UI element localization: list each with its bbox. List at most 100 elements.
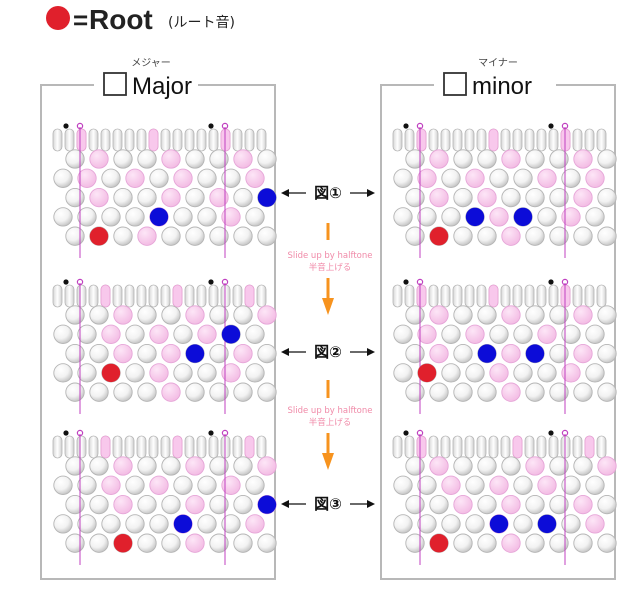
highlight-button bbox=[257, 456, 277, 476]
bass-button bbox=[561, 168, 581, 188]
keyboard-key bbox=[112, 435, 123, 459]
highlight-button bbox=[245, 168, 265, 188]
bass-button bbox=[233, 187, 253, 208]
highlight-button bbox=[501, 226, 521, 246]
root-button bbox=[429, 227, 449, 246]
highlight-button bbox=[197, 324, 217, 344]
highlight-button bbox=[501, 305, 521, 325]
bass-button bbox=[65, 305, 85, 325]
highlight-button bbox=[477, 187, 497, 208]
keyboard-strip bbox=[392, 435, 607, 459]
bass-button bbox=[137, 494, 157, 515]
highlight-button bbox=[429, 456, 449, 476]
legend-root-note: (ルート音) bbox=[168, 14, 235, 31]
bass-button bbox=[197, 207, 217, 227]
highlight-button bbox=[573, 343, 593, 364]
keyboard-key-highlight bbox=[488, 284, 499, 308]
highlight-button bbox=[573, 494, 593, 515]
bass-button bbox=[113, 149, 133, 169]
keyboard-key bbox=[196, 284, 207, 308]
bass-button bbox=[525, 226, 545, 246]
bass-button bbox=[417, 475, 437, 495]
bass-button bbox=[429, 494, 449, 515]
bass-button bbox=[221, 514, 241, 534]
highlight-button bbox=[161, 343, 181, 364]
bass-button bbox=[465, 363, 485, 383]
keyboard-key bbox=[52, 128, 63, 152]
figure-label-2-text: 図② bbox=[314, 343, 342, 361]
keyboard-key bbox=[392, 435, 403, 459]
highlight-button bbox=[233, 149, 253, 169]
keyboard-key-highlight bbox=[488, 128, 499, 152]
keyboard-key-highlight bbox=[148, 128, 159, 152]
keyboard-key bbox=[596, 284, 607, 308]
shift-arrow-1: Slide up by halftone 半音上げる bbox=[287, 223, 373, 315]
highlight-button bbox=[537, 475, 557, 495]
bass-button bbox=[65, 149, 85, 169]
highlight-button bbox=[573, 187, 593, 208]
bass-button bbox=[405, 187, 425, 208]
bass-button bbox=[477, 382, 497, 402]
highlight-button bbox=[257, 305, 277, 325]
keyboard-key bbox=[596, 435, 607, 459]
bass-button bbox=[209, 494, 229, 515]
bass-button bbox=[233, 494, 253, 515]
keyboard-key bbox=[88, 435, 99, 459]
bass-button bbox=[465, 514, 485, 534]
bass-button bbox=[405, 533, 425, 553]
bass-button bbox=[77, 324, 97, 344]
marker-dot bbox=[548, 279, 554, 285]
bass-button bbox=[245, 207, 265, 227]
highlight-button bbox=[573, 149, 593, 169]
keyboard-key bbox=[572, 284, 583, 308]
marker-dot bbox=[208, 279, 214, 285]
keyboard-key bbox=[76, 435, 87, 459]
major-checkbox[interactable] bbox=[103, 72, 127, 96]
highlight-button bbox=[185, 305, 205, 325]
keyboard-key bbox=[196, 435, 207, 459]
marker-dot bbox=[403, 123, 409, 129]
bass-button bbox=[561, 475, 581, 495]
bass-button bbox=[477, 149, 497, 169]
keyboard-key bbox=[256, 284, 267, 308]
highlight-button bbox=[101, 475, 121, 495]
keyboard-key-highlight bbox=[172, 284, 183, 308]
bass-button bbox=[477, 456, 497, 476]
bass-button bbox=[209, 343, 229, 364]
bass-button bbox=[257, 343, 277, 364]
bass-button bbox=[537, 363, 557, 383]
keyboard-key bbox=[428, 435, 439, 459]
bass-button bbox=[257, 226, 277, 246]
keyboard-key bbox=[172, 128, 183, 152]
keyboard-key bbox=[548, 435, 559, 459]
bass-button bbox=[257, 149, 277, 169]
keyboard-key bbox=[160, 435, 171, 459]
keyboard-key bbox=[512, 128, 523, 152]
bass-button bbox=[77, 207, 97, 227]
keyboard-key-highlight bbox=[100, 435, 111, 459]
bass-button bbox=[233, 456, 253, 476]
keyboard-key bbox=[244, 128, 255, 152]
keyboard-key bbox=[464, 284, 475, 308]
keyboard-key bbox=[500, 284, 511, 308]
bass-button bbox=[405, 226, 425, 246]
panel-major-ruby: メジャー bbox=[131, 58, 171, 69]
keyboard-key bbox=[64, 128, 75, 152]
bass-button bbox=[573, 226, 593, 246]
bass-button bbox=[405, 494, 425, 515]
keyboard-key bbox=[208, 284, 219, 308]
keyboard-key bbox=[88, 284, 99, 308]
minor-checkbox[interactable] bbox=[443, 72, 467, 96]
bass-button bbox=[549, 149, 569, 169]
bass-button bbox=[597, 187, 617, 208]
chord-tone-button bbox=[537, 514, 557, 534]
bass-button bbox=[453, 149, 473, 169]
keyboard-key-highlight bbox=[244, 284, 255, 308]
bass-button bbox=[513, 475, 533, 495]
bass-button bbox=[585, 475, 605, 495]
bass-button bbox=[453, 187, 473, 208]
bass-button bbox=[185, 187, 205, 208]
keyboard-key bbox=[464, 435, 475, 459]
highlight-button bbox=[221, 475, 241, 495]
shift-label-2-jp: 半音上げる bbox=[309, 417, 352, 428]
